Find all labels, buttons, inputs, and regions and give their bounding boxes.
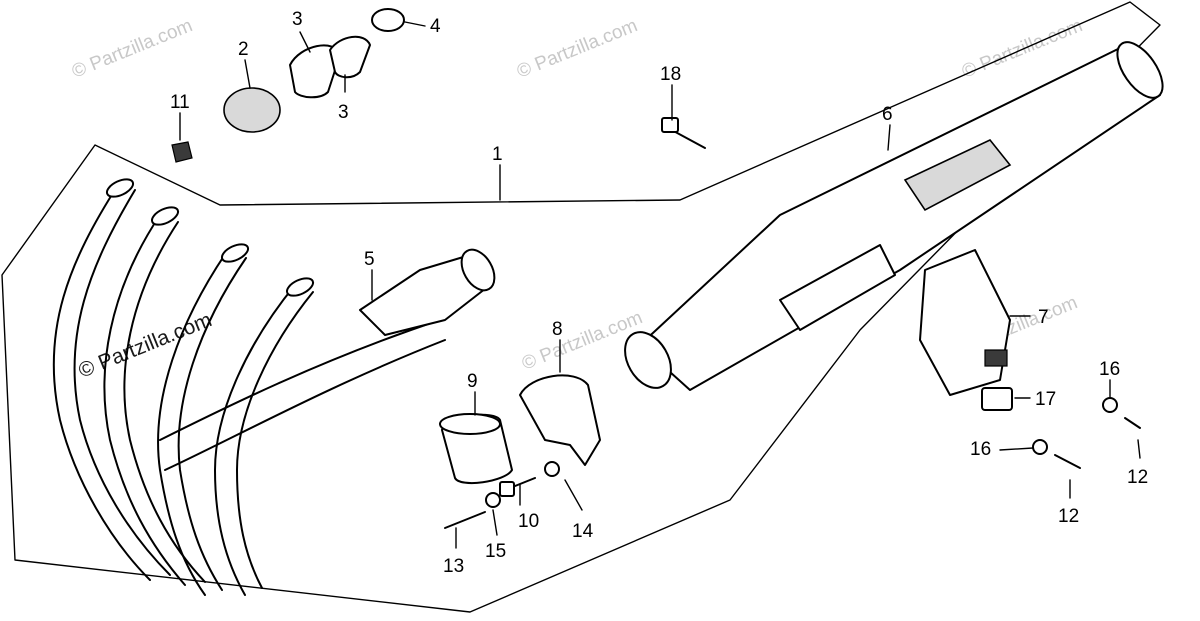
- watermark-left-strong: © Partzilla.com: [75, 308, 215, 382]
- watermark-top-left: © Partzilla.com: [69, 15, 196, 82]
- callout-2: 2: [238, 39, 249, 60]
- callout-4: 4: [430, 16, 441, 37]
- small-parts-top: [171, 8, 706, 163]
- callout-14: 14: [572, 521, 594, 542]
- muffler-bracket: [919, 249, 1011, 396]
- callout-3-bottom: 3: [338, 102, 349, 123]
- callout-13: 13: [443, 556, 464, 577]
- callout-6: 6: [882, 104, 893, 125]
- callout-8: 8: [552, 319, 563, 340]
- watermark-top-center: © Partzilla.com: [514, 15, 641, 82]
- leader-lines: [179, 21, 1141, 549]
- callout-12-right: 12: [1127, 467, 1148, 488]
- callout-18: 18: [660, 64, 681, 85]
- callout-10: 10: [518, 511, 539, 532]
- callout-17: 17: [1035, 389, 1056, 410]
- callout-7: 7: [1038, 307, 1049, 328]
- callout-15: 15: [485, 541, 506, 562]
- callout-9: 9: [467, 371, 478, 392]
- callout-numbers: 1 2 3 3 4 5 6 7 8 9 10 11 12 12 13 14 15…: [170, 9, 1148, 577]
- header-pipes: [52, 178, 446, 596]
- muffler: [624, 41, 1164, 391]
- small-fasteners: [444, 397, 1141, 529]
- sleeve-9: [439, 413, 513, 485]
- callout-16-right: 16: [1099, 359, 1120, 380]
- callout-3-top: 3: [292, 9, 303, 30]
- callout-12-lower: 12: [1058, 506, 1079, 527]
- callout-11: 11: [170, 92, 190, 113]
- nut-17: [981, 387, 1013, 411]
- clamp-8: [519, 374, 601, 466]
- callout-5: 5: [364, 249, 375, 270]
- callout-16-left: 16: [970, 439, 991, 460]
- assembly-outline: [1, 1, 1161, 613]
- collector-joint: [359, 248, 496, 336]
- callout-1: 1: [492, 144, 503, 165]
